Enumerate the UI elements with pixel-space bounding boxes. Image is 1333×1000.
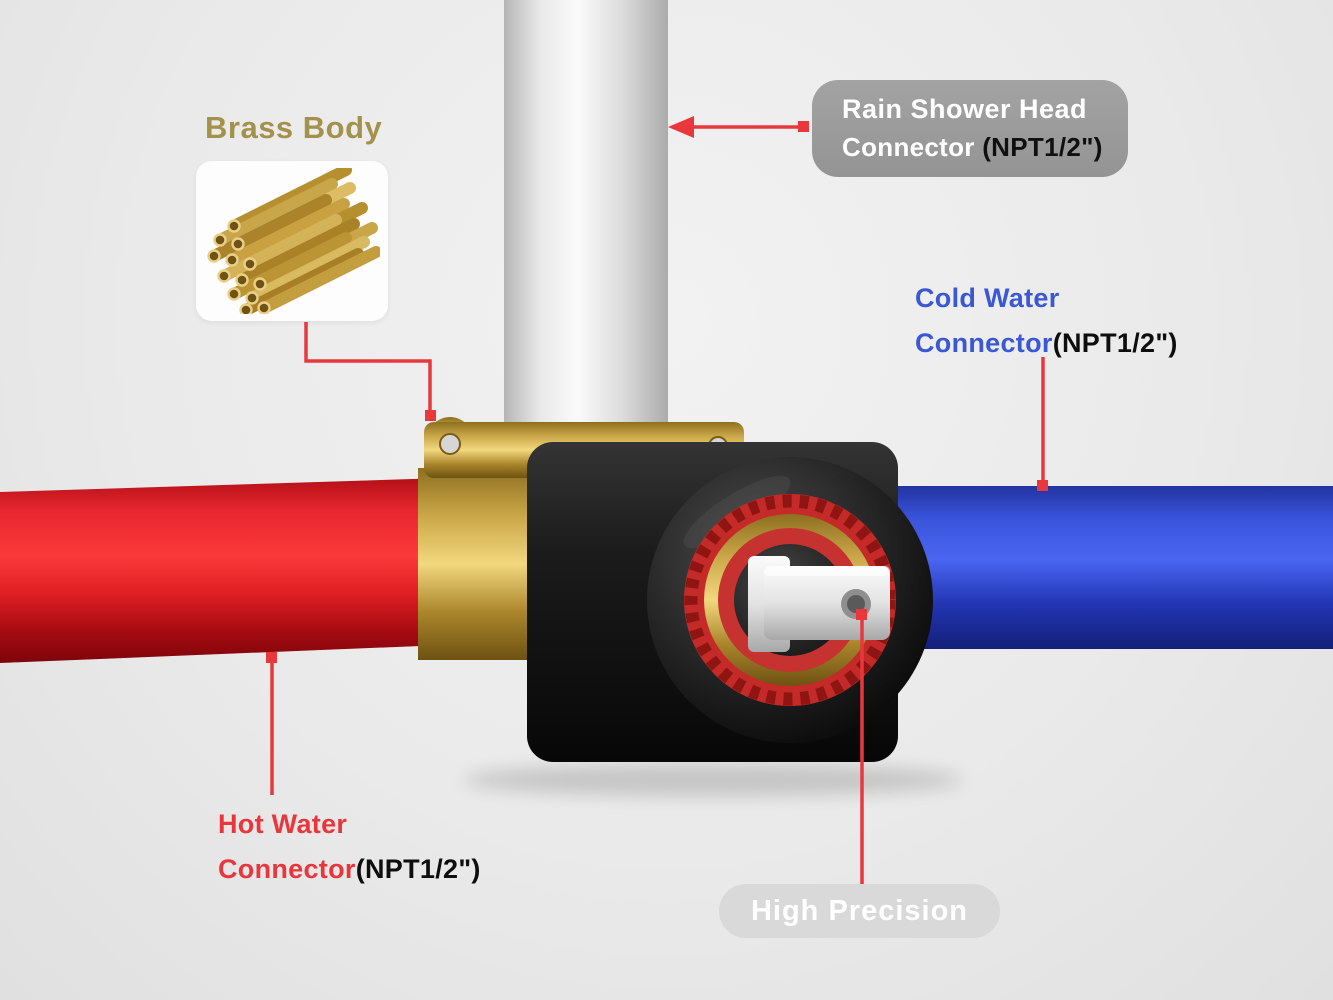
rain-shower-pipe xyxy=(504,0,668,436)
rain-shower-head-line1: Rain Shower Head xyxy=(842,94,1088,124)
rain-shower-head-label: Rain Shower Head Connector (NPT1/2") xyxy=(812,80,1128,177)
cold-connector-text: Connector xyxy=(915,328,1053,358)
cold-water-line1: Cold Water xyxy=(915,283,1060,313)
callout-marker xyxy=(266,652,277,663)
callout-marker xyxy=(798,121,809,132)
hot-water-label: Hot Water Connector(NPT1/2") xyxy=(218,802,481,892)
callout-line-brass-body xyxy=(304,322,432,414)
callout-marker xyxy=(425,410,436,421)
hot-water-pipe xyxy=(0,478,445,663)
valve-shadow xyxy=(463,764,963,796)
cold-water-label: Cold Water Connector(NPT1/2") xyxy=(915,276,1178,366)
hot-water-line2: Connector(NPT1/2") xyxy=(218,847,481,892)
brass-rods-image xyxy=(196,161,388,321)
rain-spec-text: (NPT1/2") xyxy=(974,132,1103,162)
high-precision-label: High Precision xyxy=(719,884,1000,938)
cold-water-pipe xyxy=(866,486,1333,649)
cold-water-line2: Connector(NPT1/2") xyxy=(915,321,1178,366)
hot-spec-text: (NPT1/2") xyxy=(355,854,481,884)
arrow-left-icon xyxy=(668,116,694,138)
brass-body-label: Brass Body xyxy=(205,110,383,145)
hot-water-line1: Hot Water xyxy=(218,809,348,839)
hot-connector-text: Connector xyxy=(218,854,356,884)
rain-connector-text: Connector xyxy=(842,132,975,162)
callout-marker xyxy=(1037,480,1048,491)
mounting-hole-left xyxy=(439,433,461,455)
rain-shower-head-line2: Connector (NPT1/2") xyxy=(842,132,1128,163)
cold-spec-text: (NPT1/2") xyxy=(1052,328,1178,358)
valve-stem xyxy=(748,556,890,652)
brass-coupling xyxy=(418,468,538,660)
brass-rods-icon xyxy=(207,168,380,314)
callout-marker xyxy=(856,609,867,620)
